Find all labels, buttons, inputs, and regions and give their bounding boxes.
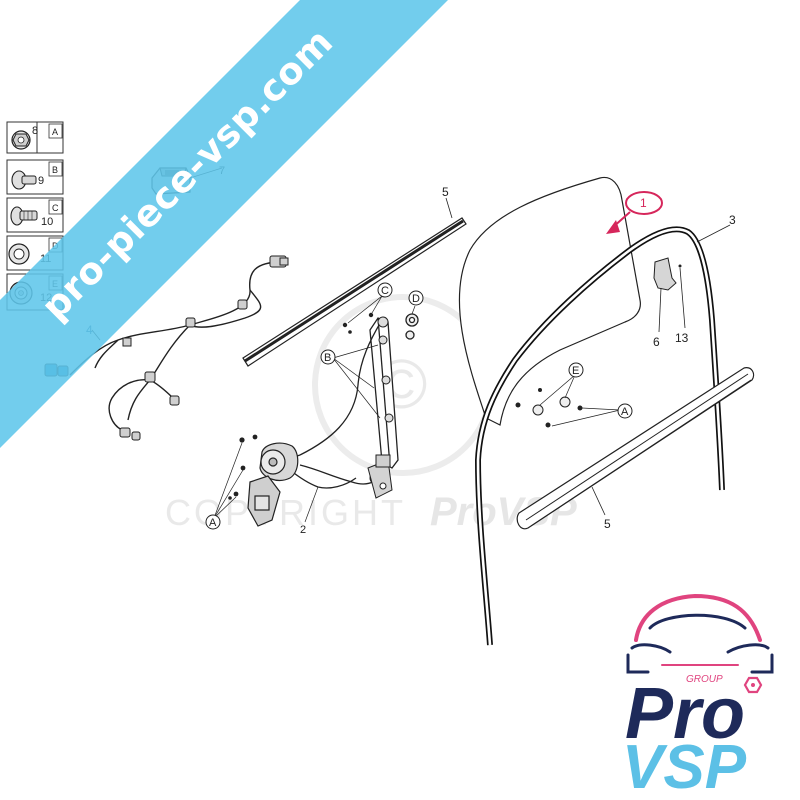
highlight-callout-part-1: 1 <box>606 191 663 234</box>
window-regulator <box>213 295 419 527</box>
banner-text: pro-piece-vsp.com <box>33 20 341 328</box>
regulator-callouts: C D B A 2 <box>205 282 424 536</box>
callout-letter-c: C <box>381 285 389 297</box>
glass-fasteners: E A <box>515 362 633 428</box>
grommet-icon <box>8 243 30 265</box>
logo-pro-text: Pro <box>625 674 745 754</box>
part-label-13: 13 <box>675 331 689 345</box>
car-outline-icon <box>626 593 774 674</box>
callout-letter-e: E <box>572 365 579 377</box>
legend-row-10: 10 C <box>6 197 64 233</box>
watermark-copyright: COPYRIGHT <box>165 492 406 533</box>
part-label-5-top: 5 <box>442 185 449 199</box>
callout-letter-a-bottom-left: A <box>209 517 217 529</box>
rivet-nut-icon <box>11 170 37 190</box>
provsp-logo: GROUP Pro VSP <box>622 593 774 800</box>
glass-clip-part-6: 6 13 <box>653 257 689 349</box>
part-label-5-bottom: 5 <box>604 517 611 531</box>
legend-number: 10 <box>41 216 53 228</box>
logo-vsp-text: VSP <box>622 733 747 800</box>
part-label-2: 2 <box>300 524 306 536</box>
belt-strip-part-5-top: 5 <box>242 185 467 367</box>
hex-nut-icon <box>743 676 763 694</box>
legend-number: 8 <box>32 125 38 137</box>
logo-group-text: GROUP <box>686 674 723 685</box>
hex-nut-flange-icon <box>11 130 31 150</box>
belt-strip-part-5-bottom: 5 <box>516 367 755 531</box>
legend-letter: B <box>52 165 58 175</box>
part-label-6: 6 <box>653 335 660 349</box>
legend-row-8: 8 A <box>6 121 64 154</box>
legend-row-9: 9 B <box>6 159 64 195</box>
part-label-3: 3 <box>729 213 736 227</box>
callout-letter-d: D <box>412 293 420 305</box>
door-glass-part-1 <box>458 176 641 426</box>
bolt-icon <box>10 206 38 226</box>
part-label-1: 1 <box>640 196 647 210</box>
legend-letter: C <box>52 203 59 213</box>
legend-letter: A <box>52 127 58 137</box>
callout-letter-a-right: A <box>621 406 629 418</box>
callout-letter-b: B <box>324 352 331 364</box>
legend-number: 9 <box>38 175 44 187</box>
door-seal-part-3 <box>474 224 731 646</box>
